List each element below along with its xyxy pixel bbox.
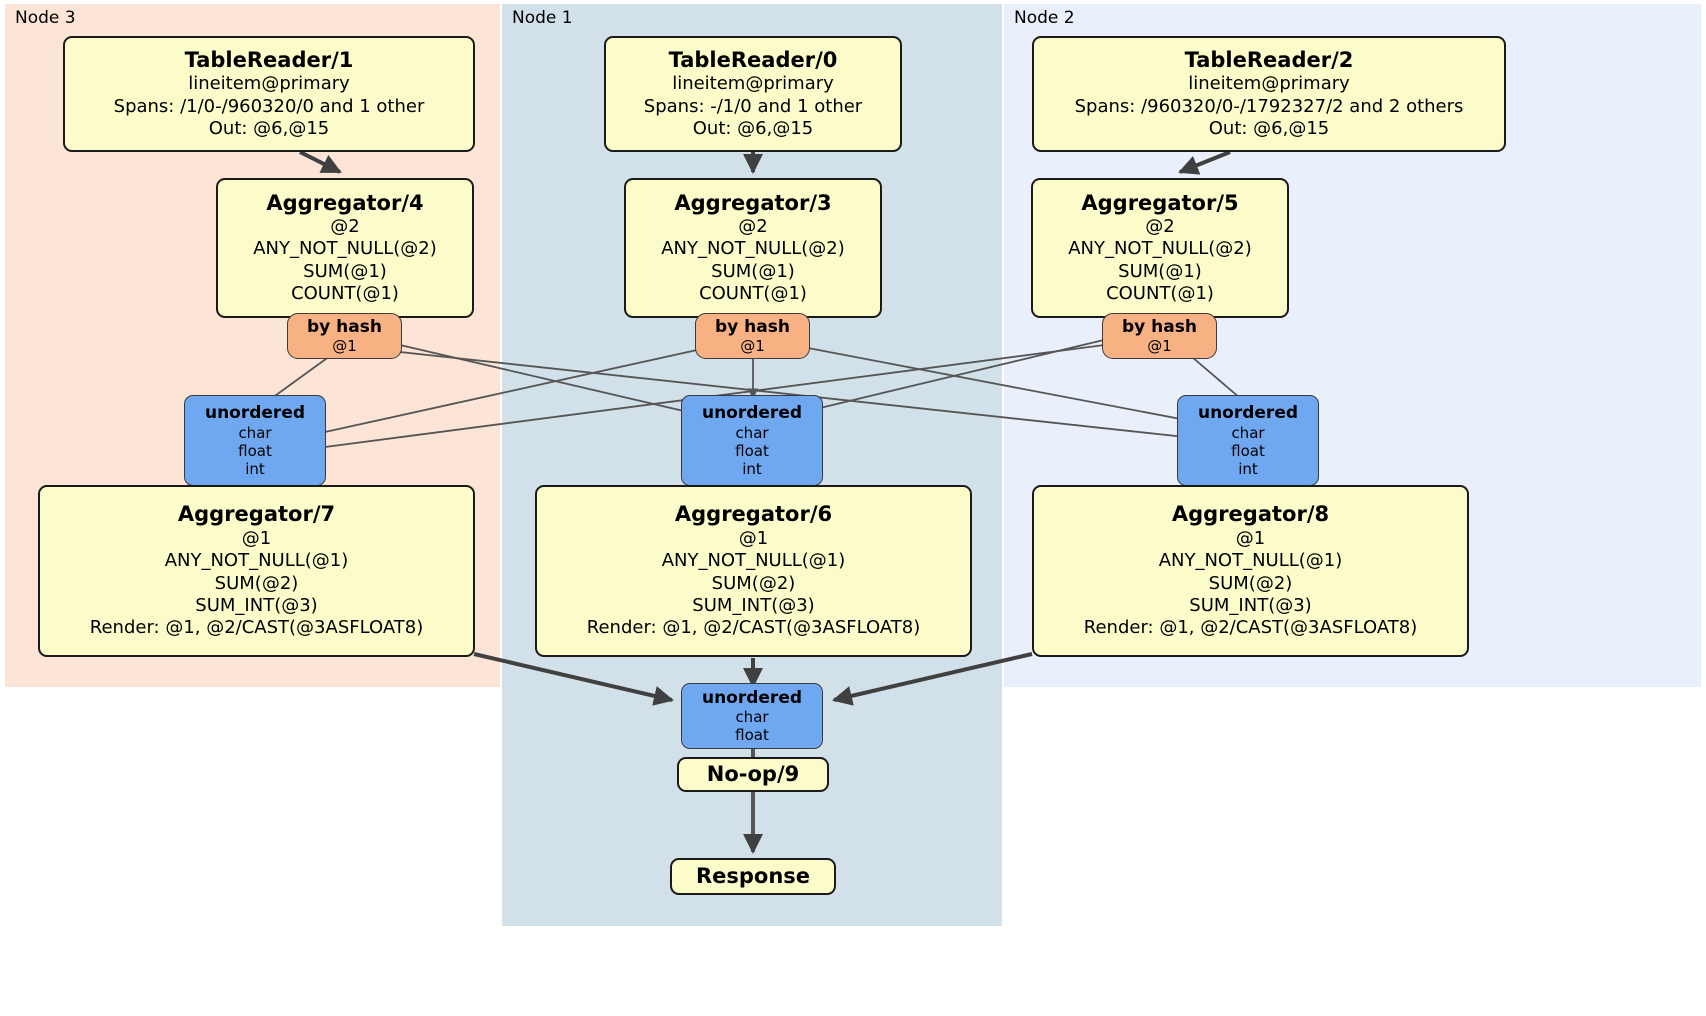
processor-detail: Render: @1, @2/CAST(@3ASFLOAT8) [1083, 617, 1418, 639]
processor-detail: @2 [330, 216, 360, 238]
processor-title: Aggregator/6 [674, 502, 833, 527]
processor-detail: COUNT(@1) [1106, 283, 1214, 305]
router-detail: @1 [1147, 337, 1172, 356]
synchronizer-type: int [742, 459, 762, 478]
processor-detail: COUNT(@1) [291, 283, 399, 305]
processor-detail: SUM(@1) [711, 260, 795, 282]
router-by-hash-node-2[interactable]: by hash @1 [1102, 313, 1217, 359]
processor-title: Response [695, 863, 811, 888]
processor-title: No-op/9 [706, 761, 800, 786]
processor-detail: ANY_NOT_NULL(@2) [1068, 238, 1252, 260]
processor-detail: SUM_INT(@3) [195, 594, 318, 616]
router-title: by hash [715, 316, 790, 337]
router-title: by hash [1122, 316, 1197, 337]
synchronizer-title: unordered [701, 687, 803, 708]
processor-title: Aggregator/3 [674, 190, 832, 215]
cluster-label-node-2: Node 2 [1014, 8, 1075, 28]
processor-table-reader-0[interactable]: TableReader/0 lineitem@primary Spans: -/… [604, 36, 902, 152]
processor-detail: @1 [1235, 528, 1266, 550]
processor-detail: ANY_NOT_NULL(@1) [164, 550, 349, 572]
synchronizer-unordered-node-3[interactable]: unordered char float int [184, 395, 326, 486]
processor-aggregator-7[interactable]: Aggregator/7 @1 ANY_NOT_NULL(@1) SUM(@2)… [38, 485, 475, 657]
synchronizer-type: float [735, 726, 769, 745]
synchronizer-title: unordered [701, 403, 803, 424]
processor-detail: Render: @1, @2/CAST(@3ASFLOAT8) [89, 617, 424, 639]
processor-title: Aggregator/5 [1081, 190, 1239, 215]
processor-detail: SUM(@2) [711, 572, 796, 594]
processor-detail: SUM(@1) [303, 260, 387, 282]
processor-detail: SUM(@1) [1118, 260, 1202, 282]
processor-detail: @1 [738, 528, 769, 550]
processor-detail: Spans: /960320/0-/1792327/2 and 2 others [1074, 95, 1464, 117]
processor-detail: @1 [241, 528, 272, 550]
processor-detail: lineitem@primary [1188, 73, 1350, 95]
synchronizer-type: float [1231, 441, 1265, 460]
processor-title: TableReader/2 [1184, 47, 1354, 72]
processor-title: Aggregator/4 [266, 190, 424, 215]
router-by-hash-node-3[interactable]: by hash @1 [287, 313, 402, 359]
router-title: by hash [307, 316, 382, 337]
synchronizer-unordered-node-1[interactable]: unordered char float int [681, 395, 823, 486]
processor-detail: SUM(@2) [214, 572, 299, 594]
processor-detail: @2 [738, 216, 768, 238]
router-detail: @1 [740, 337, 765, 356]
cluster-label-node-1: Node 1 [512, 8, 573, 28]
processor-detail: ANY_NOT_NULL(@1) [661, 550, 846, 572]
processor-aggregator-6[interactable]: Aggregator/6 @1 ANY_NOT_NULL(@1) SUM(@2)… [535, 485, 972, 657]
synchronizer-unordered-node-2[interactable]: unordered char float int [1177, 395, 1319, 486]
synchronizer-type: int [245, 459, 265, 478]
processor-title: Aggregator/7 [177, 502, 336, 527]
processor-detail: lineitem@primary [188, 73, 350, 95]
processor-aggregator-4[interactable]: Aggregator/4 @2 ANY_NOT_NULL(@2) SUM(@1)… [216, 178, 474, 318]
synchronizer-title: unordered [204, 403, 306, 424]
router-by-hash-node-1[interactable]: by hash @1 [695, 313, 810, 359]
processor-response[interactable]: Response [670, 858, 836, 895]
processor-detail: SUM_INT(@3) [692, 594, 815, 616]
processor-detail: Spans: /1/0-/960320/0 and 1 other [113, 95, 425, 117]
processor-detail: Out: @6,@15 [692, 117, 814, 139]
processor-detail: Spans: -/1/0 and 1 other [643, 95, 863, 117]
synchronizer-type: int [1238, 459, 1258, 478]
processor-title: TableReader/1 [184, 47, 354, 72]
processor-title: Aggregator/8 [1171, 502, 1330, 527]
processor-detail: ANY_NOT_NULL(@1) [1158, 550, 1343, 572]
router-detail: @1 [332, 337, 357, 356]
processor-no-op-9[interactable]: No-op/9 [677, 757, 829, 792]
cluster-label-node-3: Node 3 [15, 8, 76, 28]
synchronizer-type: float [238, 441, 272, 460]
processor-detail: ANY_NOT_NULL(@2) [661, 238, 845, 260]
processor-detail: ANY_NOT_NULL(@2) [253, 238, 437, 260]
processor-detail: COUNT(@1) [699, 283, 807, 305]
processor-aggregator-5[interactable]: Aggregator/5 @2 ANY_NOT_NULL(@2) SUM(@1)… [1031, 178, 1289, 318]
synchronizer-type: char [735, 708, 769, 727]
synchronizer-type: char [735, 423, 769, 442]
synchronizer-unordered-final[interactable]: unordered char float [681, 683, 823, 749]
processor-aggregator-8[interactable]: Aggregator/8 @1 ANY_NOT_NULL(@1) SUM(@2)… [1032, 485, 1469, 657]
processor-title: TableReader/0 [668, 47, 838, 72]
synchronizer-type: char [238, 423, 272, 442]
processor-detail: Out: @6,@15 [1208, 117, 1330, 139]
processor-detail: SUM(@2) [1208, 572, 1293, 594]
processor-detail: Render: @1, @2/CAST(@3ASFLOAT8) [586, 617, 921, 639]
processor-detail: @2 [1145, 216, 1175, 238]
synchronizer-type: char [1231, 423, 1265, 442]
processor-detail: SUM_INT(@3) [1189, 594, 1312, 616]
synchronizer-type: float [735, 441, 769, 460]
synchronizer-title: unordered [1197, 403, 1299, 424]
processor-aggregator-3[interactable]: Aggregator/3 @2 ANY_NOT_NULL(@2) SUM(@1)… [624, 178, 882, 318]
processor-detail: Out: @6,@15 [208, 117, 330, 139]
processor-detail: lineitem@primary [672, 73, 834, 95]
processor-table-reader-1[interactable]: TableReader/1 lineitem@primary Spans: /1… [63, 36, 475, 152]
processor-table-reader-2[interactable]: TableReader/2 lineitem@primary Spans: /9… [1032, 36, 1506, 152]
